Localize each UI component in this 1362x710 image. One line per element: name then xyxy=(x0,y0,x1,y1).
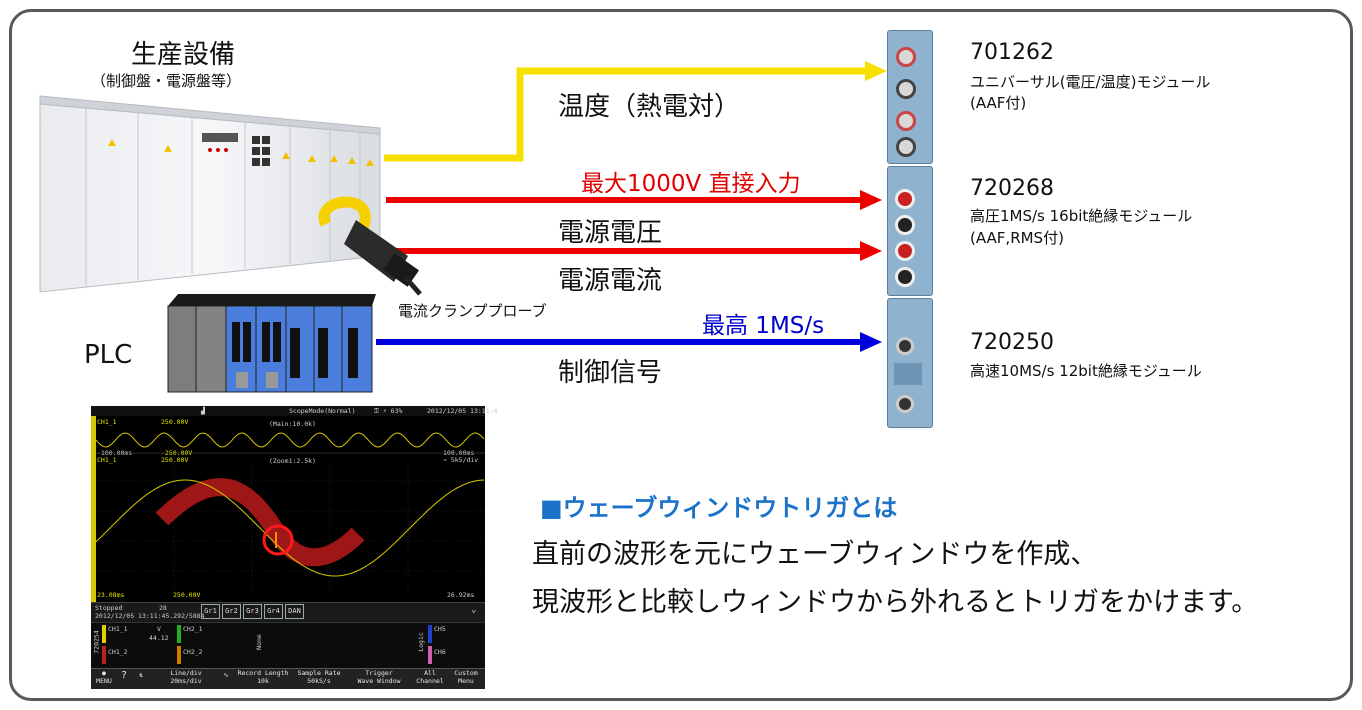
scope-none-label: None xyxy=(254,634,263,650)
wave-window-heading: ■ウェーブウィンドウトリガとは xyxy=(540,494,898,522)
scope-status: Stopped xyxy=(95,604,123,612)
scope-main-label: (Main:10.0k) xyxy=(269,420,316,428)
scope-ch-top: CH1_1 xyxy=(97,418,117,426)
scope-status-date: 2012/12/05 13:11:45.292/5884 xyxy=(95,612,205,620)
plc-illustration xyxy=(167,294,376,393)
scope-time-bottom-left: 23.08ms xyxy=(97,591,125,599)
scope-tab-gr1[interactable]: Gr1 xyxy=(201,604,220,619)
module-1-desc: ユニバーサル(電圧/温度)モジュール xyxy=(970,73,1211,91)
module-2-number: 720268 xyxy=(970,176,1054,201)
scope-ch-col2a: CH2_1 xyxy=(183,625,203,633)
temperature-label: 温度（熱電対） xyxy=(558,92,741,122)
scope-tab-gr3[interactable]: Gr3 xyxy=(243,604,262,619)
clamp-probe-illustration xyxy=(318,196,422,296)
scope-ch-row2: CH1_2 xyxy=(108,648,128,656)
scope-printer-icon: ▟ xyxy=(201,407,205,415)
scope-logic-label: Logic xyxy=(416,632,425,652)
equipment-subtitle: （制御盤・電源盤等） xyxy=(91,72,242,90)
scope-zoom-label: (Zoom1:2.5k) xyxy=(269,457,316,465)
power-voltage-label: 電源電圧 xyxy=(558,218,663,248)
wave-window-line1: 直前の波形を元にウェーブウィンドウを作成、 xyxy=(532,539,1098,570)
scope-ch5: CH5 xyxy=(434,625,446,633)
module-2-desc2: (AAF,RMS付) xyxy=(970,229,1064,247)
scope-ch-row1-val: 44.12 xyxy=(149,634,169,642)
plc-label: PLC xyxy=(84,340,133,370)
module-3-desc: 高速10MS/s 12bit絶縁モジュール xyxy=(970,362,1202,380)
scope-ch-row1-unit: V xyxy=(157,625,161,633)
wave-window-line2: 現波形と比較しウィンドウから外れるとトリガをかけます。 xyxy=(532,587,1259,618)
power-current-label: 電源電流 xyxy=(558,266,663,296)
scope-mode: ScopeMode(Normal) xyxy=(289,407,356,415)
module-701262-image xyxy=(887,30,933,164)
module-3-number: 720250 xyxy=(970,330,1054,355)
scope-ch-col2b: CH2_2 xyxy=(183,648,203,656)
scope-ch6: CH6 xyxy=(434,648,446,656)
scope-volt-mid: 250.00V xyxy=(161,456,189,464)
scope-arrows-icon[interactable]: ⇅ xyxy=(139,671,143,679)
chevron-down-icon[interactable]: ⌄ xyxy=(471,605,477,615)
scope-wave-icon[interactable]: ∿ xyxy=(223,671,229,679)
equipment-title: 生産設備 xyxy=(131,40,236,70)
probe-label: 電流クランププローブ xyxy=(398,302,547,320)
scope-volt-bottom: 250.00V xyxy=(173,591,201,599)
scope-ch-mid: CH1_1 xyxy=(97,456,117,464)
scope-date: 2012/12/05 13:11:4 xyxy=(427,407,498,415)
scope-side-label: 720254 xyxy=(92,630,101,654)
scope-time-bottom-right: 26.92ms xyxy=(447,591,475,599)
max-voltage-label: 最大1000V 直接入力 xyxy=(581,171,801,197)
signal-lines xyxy=(376,61,887,352)
control-signal-label: 制御信号 xyxy=(558,358,663,388)
scope-status-icons: ⚿ ⚡ 63% xyxy=(374,407,403,415)
scope-ch-row1: CH1_1 xyxy=(108,625,128,633)
scope-tab-gr2[interactable]: Gr2 xyxy=(222,604,241,619)
scope-tab-gr4[interactable]: Gr4 xyxy=(264,604,283,619)
module-1-desc2: (AAF付) xyxy=(970,94,1027,112)
oscilloscope-screen: ▟ ScopeMode(Normal) ⚿ ⚡ 63% 2012/12/05 1… xyxy=(91,406,497,689)
module-720268-image xyxy=(887,166,933,296)
module-2-desc: 高圧1MS/s 16bit絶縁モジュール xyxy=(970,207,1193,225)
module-720250-image xyxy=(887,298,933,428)
module-1-number: 701262 xyxy=(970,40,1054,65)
scope-status-count: 28 xyxy=(159,604,167,612)
scope-waveforms xyxy=(95,432,485,596)
scope-volt-top: 250.00V xyxy=(161,418,189,426)
help-icon[interactable]: ? xyxy=(120,670,128,681)
scope-menu-button[interactable]: ●MENU xyxy=(96,669,112,685)
scope-tab-dan[interactable]: DAN xyxy=(285,604,304,619)
scope-rate-right: ⇒ 5k5/div xyxy=(443,456,479,464)
max-rate-label: 最高 1MS/s xyxy=(702,313,825,339)
